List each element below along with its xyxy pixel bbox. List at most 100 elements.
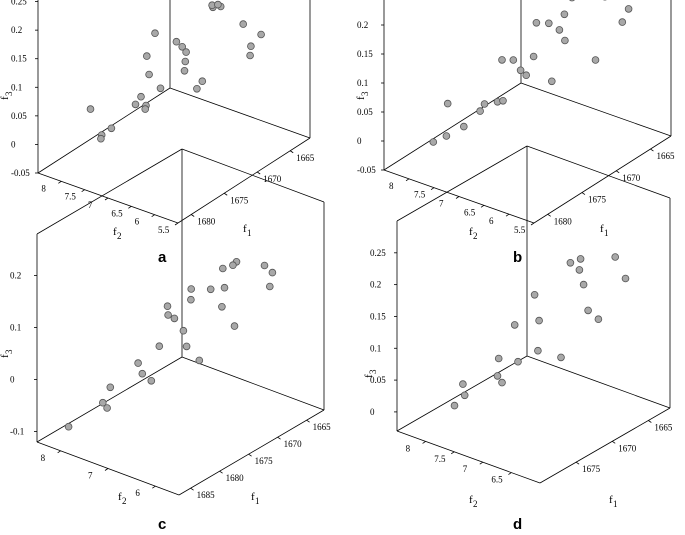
data-point bbox=[220, 283, 229, 292]
data-point bbox=[106, 383, 115, 392]
x-tick-mark bbox=[219, 470, 223, 474]
data-point bbox=[172, 37, 181, 46]
data-point bbox=[134, 359, 142, 367]
x-tick-mark bbox=[289, 150, 294, 154]
y-tick-label: 8 bbox=[41, 453, 46, 463]
panel-b: b f 3 f 2 f 1 bbox=[355, 91, 609, 266]
data-point bbox=[547, 77, 556, 86]
z-tick-label: 0.05 bbox=[370, 375, 386, 385]
data-point bbox=[99, 398, 107, 407]
frame-edge bbox=[181, 148, 325, 203]
z-tick-label: 0 bbox=[357, 136, 362, 146]
x-tick-label: 1675 bbox=[588, 195, 607, 205]
y-tick-mark bbox=[430, 187, 435, 190]
z-tick-label: 0.2 bbox=[357, 20, 368, 30]
z-tick-label: -0.05 bbox=[357, 165, 376, 175]
x-tick-mark bbox=[248, 453, 252, 457]
y-tick-label: 7 bbox=[88, 200, 93, 210]
data-point bbox=[97, 134, 105, 143]
y-tick-label: 8 bbox=[389, 181, 394, 191]
axis-label-x-sub-c: 1 bbox=[255, 496, 260, 506]
y-tick-mark bbox=[58, 181, 62, 184]
data-point bbox=[265, 282, 274, 291]
data-point bbox=[164, 311, 172, 319]
axis-label-x-sub-b: 1 bbox=[604, 228, 609, 238]
data-point bbox=[219, 264, 227, 273]
y-tick-label: 7 bbox=[439, 199, 444, 209]
data-point bbox=[187, 295, 195, 304]
axis-label-y-sub-a: 2 bbox=[117, 231, 122, 241]
frame-edge bbox=[177, 137, 311, 224]
x-tick-label: 1670 bbox=[618, 443, 637, 453]
data-point bbox=[163, 302, 172, 311]
data-point bbox=[560, 10, 569, 19]
data-point bbox=[591, 56, 600, 64]
data-point bbox=[569, 0, 575, 2]
data-point bbox=[509, 56, 518, 64]
data-point bbox=[576, 255, 585, 263]
axis-label-y-c: f bbox=[118, 491, 122, 503]
data-point bbox=[247, 42, 255, 50]
z-tick-label: -0.05 bbox=[11, 168, 30, 178]
plot-b: 16651670167516805.566.577.580.250.20.150… bbox=[357, 0, 675, 235]
y-tick-mark bbox=[455, 196, 460, 199]
axis-title-y-b: f 2 bbox=[469, 226, 478, 241]
y-tick-mark bbox=[152, 485, 156, 489]
z-tick-label: -0.1 bbox=[10, 427, 24, 437]
data-point bbox=[103, 404, 111, 412]
data-point bbox=[514, 357, 522, 366]
x-tick-mark bbox=[223, 192, 228, 196]
data-point bbox=[107, 124, 116, 133]
data-point bbox=[181, 57, 190, 66]
y-tick-label: 6 bbox=[135, 488, 140, 498]
data-point bbox=[257, 30, 265, 39]
data-point bbox=[522, 71, 530, 79]
x-tick-mark bbox=[581, 192, 586, 195]
y-tick-mark bbox=[57, 450, 61, 454]
data-point bbox=[561, 36, 569, 45]
data-point bbox=[218, 302, 226, 311]
y-tick-label: 7.5 bbox=[65, 192, 77, 202]
y-tick-mark bbox=[104, 197, 109, 201]
z-tick-label: 0.25 bbox=[11, 0, 27, 7]
data-point bbox=[229, 261, 237, 270]
z-tick-label: 0.15 bbox=[11, 54, 27, 64]
panel-a: a f 3 f 2 f 1 bbox=[0, 91, 252, 266]
data-point bbox=[187, 285, 196, 293]
frame-edge bbox=[520, 82, 672, 137]
data-point bbox=[529, 52, 538, 61]
x-tick-mark bbox=[306, 419, 310, 423]
axis-label-y-d: f bbox=[469, 494, 473, 506]
data-point bbox=[476, 107, 484, 115]
y-tick-mark bbox=[405, 178, 410, 182]
axis-label-y-sub-d: 2 bbox=[473, 499, 478, 509]
axis-label-x-c: f bbox=[251, 491, 255, 503]
frame-edge bbox=[181, 356, 325, 411]
data-point bbox=[260, 261, 269, 270]
data-point bbox=[499, 97, 507, 105]
axis-title-z-a: f 3 bbox=[0, 91, 14, 100]
frame-edge bbox=[539, 407, 671, 484]
y-tick-mark bbox=[530, 222, 535, 226]
data-point bbox=[86, 105, 95, 113]
data-point bbox=[179, 326, 188, 335]
y-tick-label: 8 bbox=[41, 183, 46, 193]
data-point bbox=[182, 342, 191, 351]
data-point bbox=[611, 253, 619, 261]
z-tick-label: 0.25 bbox=[357, 0, 373, 1]
axis-label-z-c: f bbox=[0, 354, 11, 358]
x-tick-label: 1680 bbox=[226, 473, 245, 483]
x-tick-label: 1680 bbox=[554, 216, 573, 226]
z-tick-label: 0.2 bbox=[11, 25, 22, 35]
axis-title-x-b: f 1 bbox=[600, 223, 609, 238]
data-point bbox=[480, 100, 489, 108]
data-point bbox=[498, 56, 506, 64]
data-point bbox=[498, 378, 506, 387]
panel-label-a: a bbox=[158, 249, 167, 266]
x-tick-mark bbox=[547, 213, 551, 217]
y-tick-mark bbox=[104, 468, 109, 471]
axis-title-z-d: f 3 bbox=[363, 369, 378, 378]
data-point bbox=[510, 321, 519, 329]
data-point bbox=[230, 322, 239, 330]
